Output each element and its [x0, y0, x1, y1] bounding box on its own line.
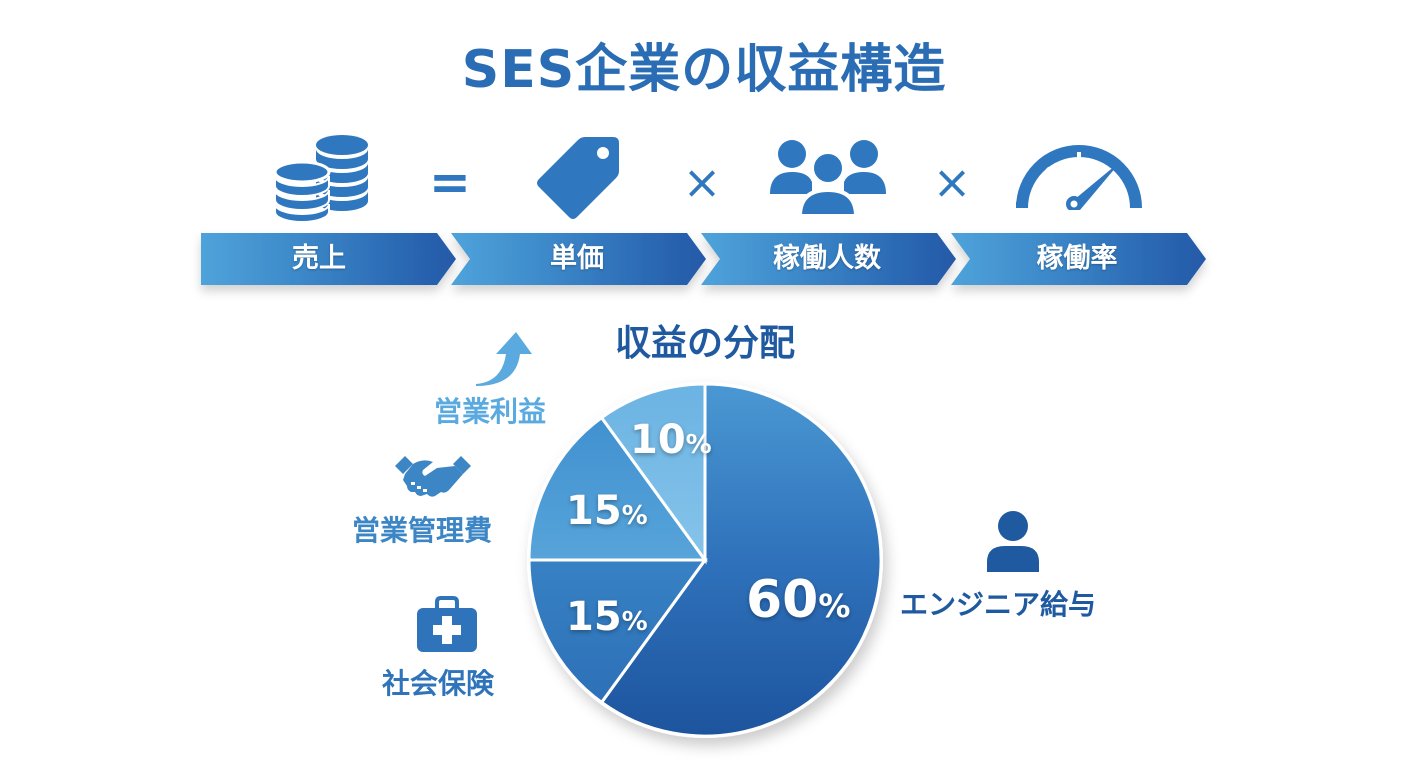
- price-tag-icon: [533, 133, 623, 223]
- distribution-title: 収益の分配: [614, 323, 795, 364]
- pie-slice-social-insurance: [527, 558, 708, 705]
- people-group-icon: [770, 138, 886, 216]
- pie-slice-sales-admin: [527, 415, 708, 562]
- coins-stack-icon: [272, 132, 372, 222]
- speedometer-icon: [1014, 138, 1144, 210]
- pct-label-operating-profit: 10%: [630, 417, 712, 463]
- legend-label-social-insurance: 社会保険: [382, 667, 495, 700]
- equals-operator: =: [429, 153, 471, 211]
- legend-label-operating-profit: 営業利益: [434, 395, 547, 428]
- pct-label-sales-admin: 15%: [566, 488, 648, 534]
- pct-label-engineer-salary: 60%: [746, 570, 851, 630]
- times-operator-1: ×: [682, 155, 722, 209]
- pct-label-social-insurance: 15%: [566, 594, 648, 640]
- page-title: SES企業の収益構造: [461, 40, 947, 100]
- legend-label-sales-admin: 営業管理費: [352, 514, 493, 547]
- pie-slice-operating-profit: [599, 382, 707, 565]
- pie-slice-engineer-salary: [599, 382, 883, 738]
- legend-label-engineer-salary: エンジニア給与: [900, 588, 1097, 621]
- medical-kit-icon: [415, 596, 479, 652]
- step-label-sales: 売上: [292, 243, 346, 274]
- step-label-unit-price: 単価: [550, 243, 604, 274]
- step-label-utilization-rate: 稼働率: [1036, 243, 1118, 274]
- handshake-icon: [393, 452, 473, 502]
- step-label-active-headcount: 稼働人数: [773, 243, 881, 274]
- person-icon: [983, 510, 1043, 572]
- times-operator-2: ×: [932, 155, 972, 209]
- arrow-up-icon: [472, 330, 532, 386]
- revenue-distribution-pie: [527, 382, 883, 738]
